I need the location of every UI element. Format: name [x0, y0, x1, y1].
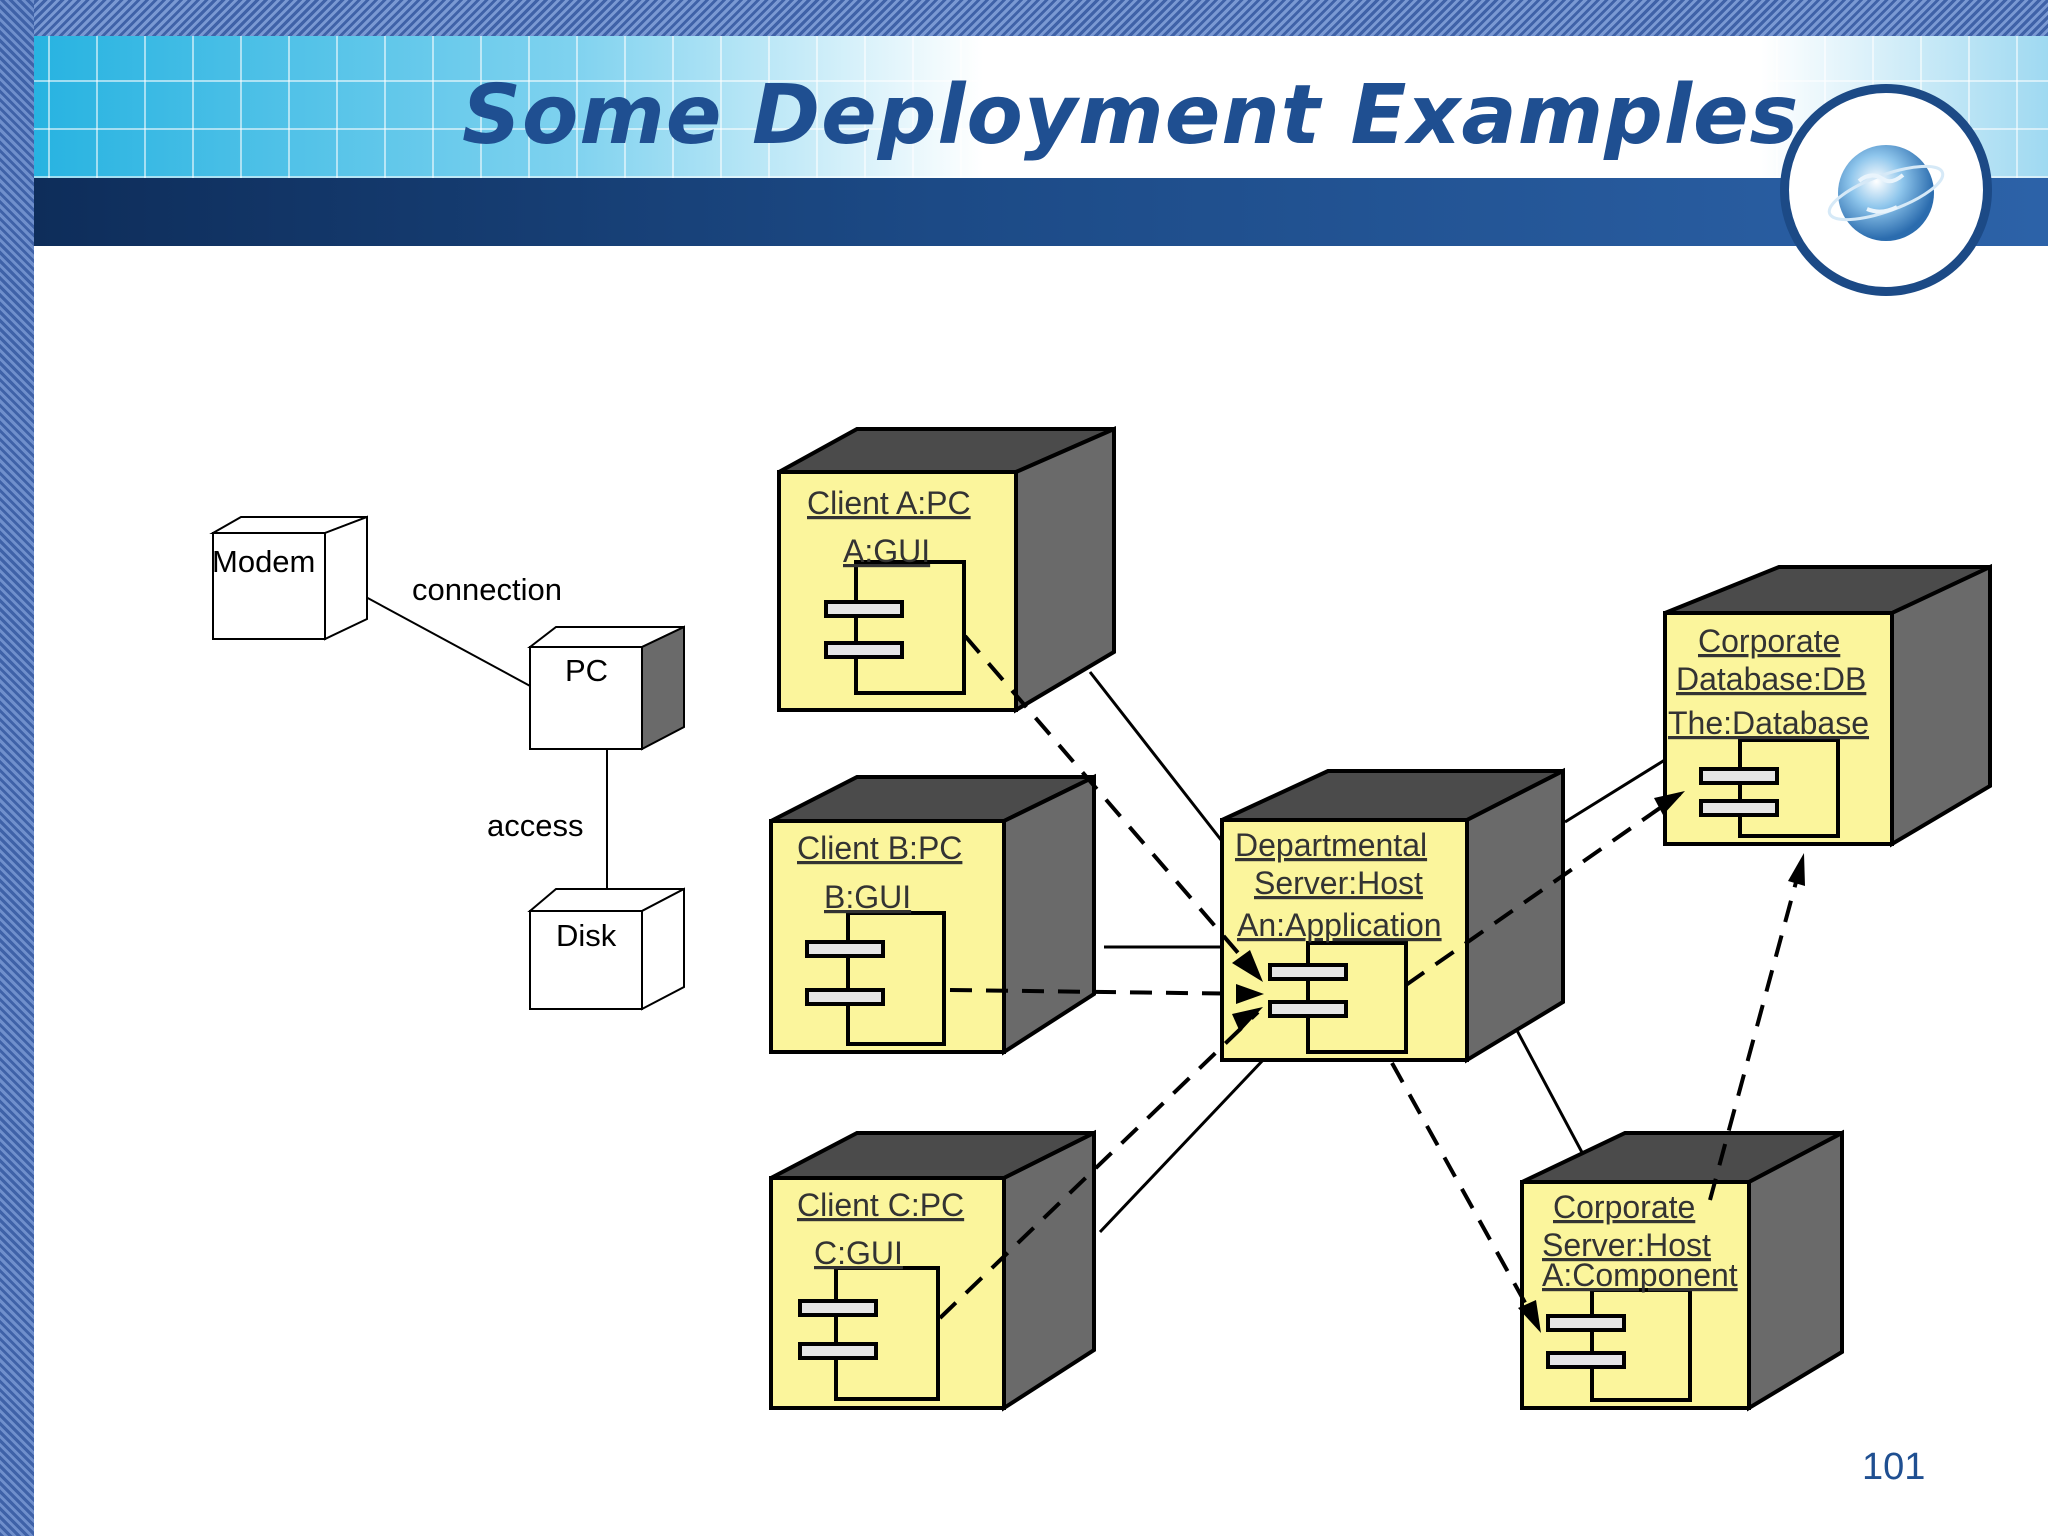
access-label: access — [487, 808, 583, 843]
corporate-server-line1: Corporate — [1553, 1189, 1695, 1225]
arrowheads — [1232, 791, 1805, 1333]
client-b-label: Client B:PC — [797, 830, 962, 866]
decorative-top-border — [0, 0, 2048, 36]
disk-node — [527, 887, 685, 1011]
client-b-node — [769, 773, 1096, 1056]
connection-label: connection — [412, 572, 562, 607]
detailed-deployment-diagram: Client A:PC A:GUI Client B:PC B:GUI Clie… — [769, 425, 1992, 1412]
client-c-component: C:GUI — [814, 1235, 903, 1271]
modem-node — [209, 515, 368, 641]
dependency-arrow — [938, 1010, 1260, 1320]
globe-logo — [1780, 84, 1992, 296]
client-a-label: Client A:PC — [807, 485, 971, 521]
dependency-arrows — [938, 634, 1804, 1327]
pc-node — [527, 625, 685, 751]
corporate-database-line2: Database:DB — [1676, 661, 1866, 697]
corporate-database-node — [1663, 563, 1992, 848]
corporate-server-node — [1520, 1129, 1844, 1412]
dependency-arrow — [1390, 1062, 1540, 1327]
client-a-component: A:GUI — [843, 533, 930, 569]
header-banner — [0, 36, 2048, 178]
decorative-left-border — [0, 0, 34, 1536]
dependency-arrow — [949, 988, 1259, 996]
client-c-label: Client C:PC — [797, 1187, 964, 1223]
modem-label: Modem — [212, 544, 315, 579]
dependency-arrow — [963, 634, 1260, 978]
connection-line — [339, 582, 533, 688]
departmental-server-node — [1220, 767, 1565, 1064]
departmental-server-line1: Departmental — [1235, 827, 1427, 863]
pc-label: PC — [565, 653, 608, 688]
simple-deployment-diagram — [209, 515, 685, 1011]
dependency-arrow — [1708, 859, 1804, 1201]
page-number: 101 — [1862, 1446, 1926, 1488]
departmental-server-line2: Server:Host — [1254, 865, 1423, 901]
client-c-node — [769, 1129, 1096, 1412]
corporate-database-line1: Corporate — [1698, 623, 1840, 659]
corporate-server-line2: Server:Host — [1542, 1227, 1711, 1263]
association-lines — [1088, 671, 1669, 1234]
client-a-node — [777, 425, 1116, 714]
client-b-component: B:GUI — [824, 879, 911, 915]
dependency-arrow — [1404, 792, 1682, 987]
disk-label: Disk — [556, 918, 617, 953]
slide-title: Some Deployment Examples — [462, 68, 1800, 163]
corporate-server-component: A:Component — [1542, 1257, 1738, 1293]
title-underline-bar — [34, 178, 2048, 246]
corporate-database-component: The:Database — [1668, 705, 1869, 741]
departmental-server-component: An:Application — [1237, 907, 1442, 943]
